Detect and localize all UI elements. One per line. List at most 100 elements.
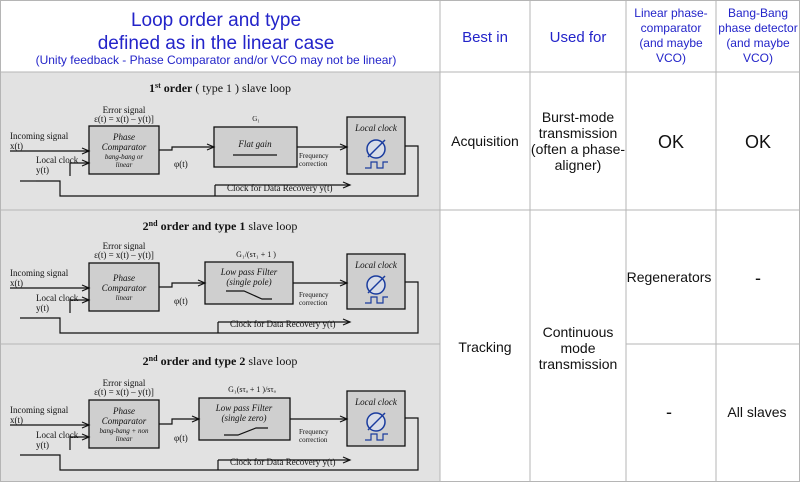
header-linear-line-1: Linear phase- [634,6,707,20]
row2-title-bold: order and type 1 [158,219,246,233]
tracking-used-for-line-3: transmission [539,356,618,372]
row3-title-sup: nd [149,354,158,363]
row1-freq-2: correction [299,160,328,168]
row2-freq-1: Frequency [299,291,329,299]
row2-error-label: Error signal [103,241,146,251]
row1-x-label: x(t) [10,141,23,151]
row1-title-sup: st [155,81,161,90]
header-used-for: Used for [550,29,607,46]
row2-title-rest: slave loop [245,219,297,233]
header-bangbang-line-2: phase detector [718,21,797,35]
row3-freq-2: correction [299,436,328,444]
header-linear-line-3: (and maybe [639,36,703,50]
row1-used-for-line-3: (often a phase- [531,141,626,157]
row3-wiring [10,415,419,471]
header-bangbang-line-4: VCO) [743,51,773,65]
row1-used-for-line-2: transmission [539,125,618,141]
row1-local-clock-label: Local clock [36,155,79,165]
row1-comp-line-2: Comparator [102,142,147,152]
row3-lowpass-icon [224,427,268,436]
row2-comp-line-1: Phase [112,273,135,283]
header-title-2: defined as in the linear case [98,33,335,54]
row1-wiring [10,143,419,197]
header-bangbang: Bang-Bang phase detector (and maybe VCO) [718,6,797,65]
tracking-best-in: Tracking [458,339,511,355]
row1-y-label: y(t) [36,165,49,175]
tracking-used-for-line-2: mode [560,340,595,356]
row2-phi-label: φ(t) [174,296,188,306]
row1-freq-1: Frequency [299,152,329,160]
row2-error-eq: ε(t) = x(t) – y(t)] [94,250,154,260]
header-best-in: Best in [462,29,508,46]
row2-x-label: x(t) [10,278,23,288]
row1-error-label: Error signal [103,105,146,115]
row3-error-label: Error signal [103,378,146,388]
row2-freq-2: correction [299,299,328,307]
row3-local-clock-label: Local clock [36,430,79,440]
row1-title-num: 1 [149,81,155,95]
row3-comp-line-2: Comparator [102,416,147,426]
row2-local-clock-label: Local clock [36,293,79,303]
row1-phase-comparator [88,125,160,175]
row1-error-eq: ε(t) = x(t) – y(t)] [94,114,154,124]
row3-incoming-label: Incoming signal [10,405,69,415]
row1-filter-line-1: Flat gain [237,139,272,149]
row2-filter-line-1: Low pass Filter [220,267,278,277]
row3-diagram: 2nd order and type 2 slave loop Error si… [10,354,419,471]
tracking-used-for: Continuous mode transmission [539,324,618,372]
header-subtitle: (Unity feedback - Phase Comparator and/o… [36,53,397,67]
row1-used-for: Burst-mode transmission (often a phase- … [531,109,626,173]
row3-error-eq: ε(t) = x(t) – y(t)] [94,387,154,397]
row3-freq-1: Frequency [299,428,329,436]
row3-vco-icon [365,412,388,441]
row1-diagram: 1st order ( type 1 ) slave loop Error si… [10,81,419,197]
header-linear: Linear phase- comparator (and maybe VCO) [634,6,707,65]
row3-comp-line-4: linear [116,435,133,443]
row1-title-bold: order [161,81,193,95]
row1-title: 1st order ( type 1 ) slave loop [149,81,291,95]
row3-filter-line-1: Low pass Filter [215,403,273,413]
row2-vco-icon [365,275,388,304]
row3-recovery-label: Clock for Data Recovery y(t) [230,457,335,467]
row2-diagram: 2nd order and type 1 slave loop Error si… [10,219,419,334]
row1-local-clock-title: Local clock [354,123,398,133]
row3-phase-comparator [88,399,160,449]
row2-comp-line-2: Comparator [102,283,147,293]
row3-y-label: y(t) [36,440,49,450]
row2-incoming-label: Incoming signal [10,268,69,278]
row1-comp-line-4: linear [116,161,133,169]
row1-linear-cell: OK [658,132,684,152]
row3-title: 2nd order and type 2 slave loop [143,354,298,368]
row1-bangbang-cell: OK [745,132,771,152]
row3-linear-cell: - [666,402,672,422]
row1-incoming-label: Incoming signal [10,131,69,141]
row3-title-bold: order and type 2 [158,354,246,368]
row1-title-rest: ( type 1 ) slave loop [192,81,291,95]
row3-filter-line-2: (single zero) [222,413,267,423]
tracking-used-for-line-1: Continuous [543,324,614,340]
header-linear-line-2: comparator [641,21,702,35]
row2-local-clock-title: Local clock [354,260,398,270]
header-band [0,0,800,72]
row1-used-for-line-1: Burst-mode [542,109,615,125]
row1-used-for-line-4: aligner) [555,157,602,173]
row2-title: 2nd order and type 1 slave loop [143,219,298,233]
row3-local-clock-title: Local clock [354,397,398,407]
row2-y-label: y(t) [36,303,49,313]
row3-title-num: 2 [143,354,149,368]
row2-filter-line-2: (single pole) [226,277,271,287]
header-title-1: Loop order and type [131,10,301,31]
row3-x-label: x(t) [10,415,23,425]
row1-comp-line-1: Phase [112,132,135,142]
row3-bangbang-cell: All slaves [727,404,786,420]
row2-recovery-label: Clock for Data Recovery y(t) [230,319,335,329]
row1-phi-label: φ(t) [174,159,188,169]
row2-title-num: 2 [143,219,149,233]
row3-comp-line-1: Phase [112,406,135,416]
row1-comp-line-3: bang-bang or [105,153,144,161]
row2-bangbang-cell: - [755,268,761,288]
row3-comp-line-3: bang-bang + non [99,427,149,435]
row2-linear-cell: Regenerators [627,269,712,285]
